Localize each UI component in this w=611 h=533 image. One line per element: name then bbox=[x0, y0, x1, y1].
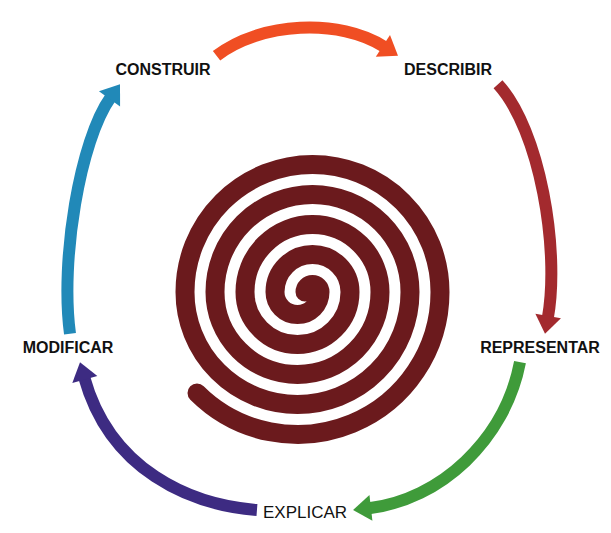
cycle-step: MODIFICAR bbox=[20, 337, 117, 359]
cycle-arrow bbox=[353, 362, 520, 521]
arrow-body bbox=[498, 84, 551, 318]
arrow-head bbox=[376, 35, 398, 57]
step-label: CONSTRUIR bbox=[115, 61, 210, 79]
cycle-arrow bbox=[217, 28, 398, 57]
arrow-body bbox=[67, 97, 110, 334]
cycle-step: EXPLICAR bbox=[260, 501, 350, 525]
step-label: DESCRIBIR bbox=[404, 61, 492, 79]
arrow-body bbox=[369, 362, 520, 508]
cycle-arrow bbox=[67, 84, 120, 334]
step-label: MODIFICAR bbox=[23, 339, 114, 357]
arrow-head bbox=[353, 495, 372, 521]
arrow-body bbox=[84, 378, 257, 510]
cycle-arrow bbox=[498, 84, 561, 334]
arrow-head bbox=[72, 362, 97, 383]
arrow-head bbox=[99, 84, 120, 106]
cycle-step: REPRESENTAR bbox=[477, 337, 603, 359]
arrow-head bbox=[535, 314, 561, 334]
step-label: REPRESENTAR bbox=[480, 339, 600, 357]
arrow-body bbox=[217, 28, 385, 56]
spiral bbox=[185, 165, 440, 435]
step-label: EXPLICAR bbox=[263, 503, 347, 523]
cycle-arrow bbox=[72, 362, 257, 510]
cycle-step: DESCRIBIR bbox=[401, 59, 495, 81]
cycle-step: CONSTRUIR bbox=[112, 59, 213, 81]
